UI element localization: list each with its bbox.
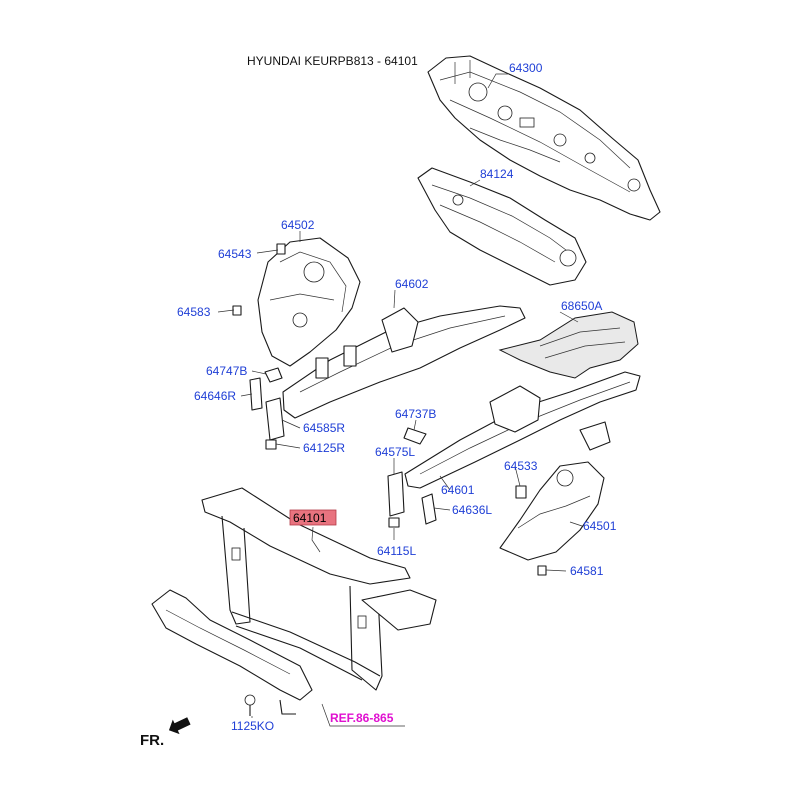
fender-apron-lh-drawing xyxy=(499,461,605,576)
radiator-support-drawing xyxy=(201,487,437,691)
heat-protector-drawing xyxy=(498,311,639,379)
front-label: FR. xyxy=(140,732,164,749)
label-1125KO[interactable]: 1125KO xyxy=(231,719,274,733)
label-64601[interactable]: 64601 xyxy=(441,483,475,497)
label-64115L[interactable]: 64115L xyxy=(377,544,416,558)
label-64125R[interactable]: 64125R xyxy=(303,441,345,455)
cowl-panel-drawing xyxy=(417,167,587,286)
side-member-rh-drawing xyxy=(282,305,526,419)
front-direction-indicator: FR. xyxy=(140,717,191,749)
label-64583[interactable]: 64583 xyxy=(177,305,211,319)
highlight-box xyxy=(289,509,337,526)
small-brackets-middle xyxy=(387,427,437,528)
label-64737B[interactable]: 64737B xyxy=(395,407,436,421)
label-64636L[interactable]: 64636L xyxy=(452,503,492,517)
label-64575L[interactable]: 64575L xyxy=(375,445,415,459)
small-brackets-left xyxy=(249,367,285,450)
label-64502[interactable]: 64502 xyxy=(281,218,315,232)
label-68650A[interactable]: 68650A xyxy=(561,299,602,313)
label-64300[interactable]: 64300 xyxy=(509,61,543,75)
label-64602[interactable]: 64602 xyxy=(395,277,429,291)
label-64585R[interactable]: 64585R xyxy=(303,421,345,435)
label-64533[interactable]: 64533 xyxy=(504,459,538,473)
dash-panel-drawing xyxy=(427,55,661,221)
bumper-beam-drawing xyxy=(151,589,313,716)
reference-link[interactable]: REF.86-865 xyxy=(330,711,394,725)
label-64501[interactable]: 64501 xyxy=(583,519,617,533)
side-member-lh-drawing xyxy=(404,371,641,489)
label-64646R[interactable]: 64646R xyxy=(194,389,236,403)
diagram-title: HYUNDAI KEURPB813 - 64101 xyxy=(247,54,418,68)
label-64101-highlighted[interactable]: 64101 xyxy=(293,511,327,525)
leader-lines xyxy=(217,73,583,727)
label-64747B[interactable]: 64747B xyxy=(206,364,247,378)
front-arrow-icon xyxy=(168,717,191,735)
label-64543[interactable]: 64543 xyxy=(218,247,252,261)
label-84124[interactable]: 84124 xyxy=(480,167,514,181)
fender-apron-drawing xyxy=(232,237,361,367)
label-64581[interactable]: 64581 xyxy=(570,564,604,578)
